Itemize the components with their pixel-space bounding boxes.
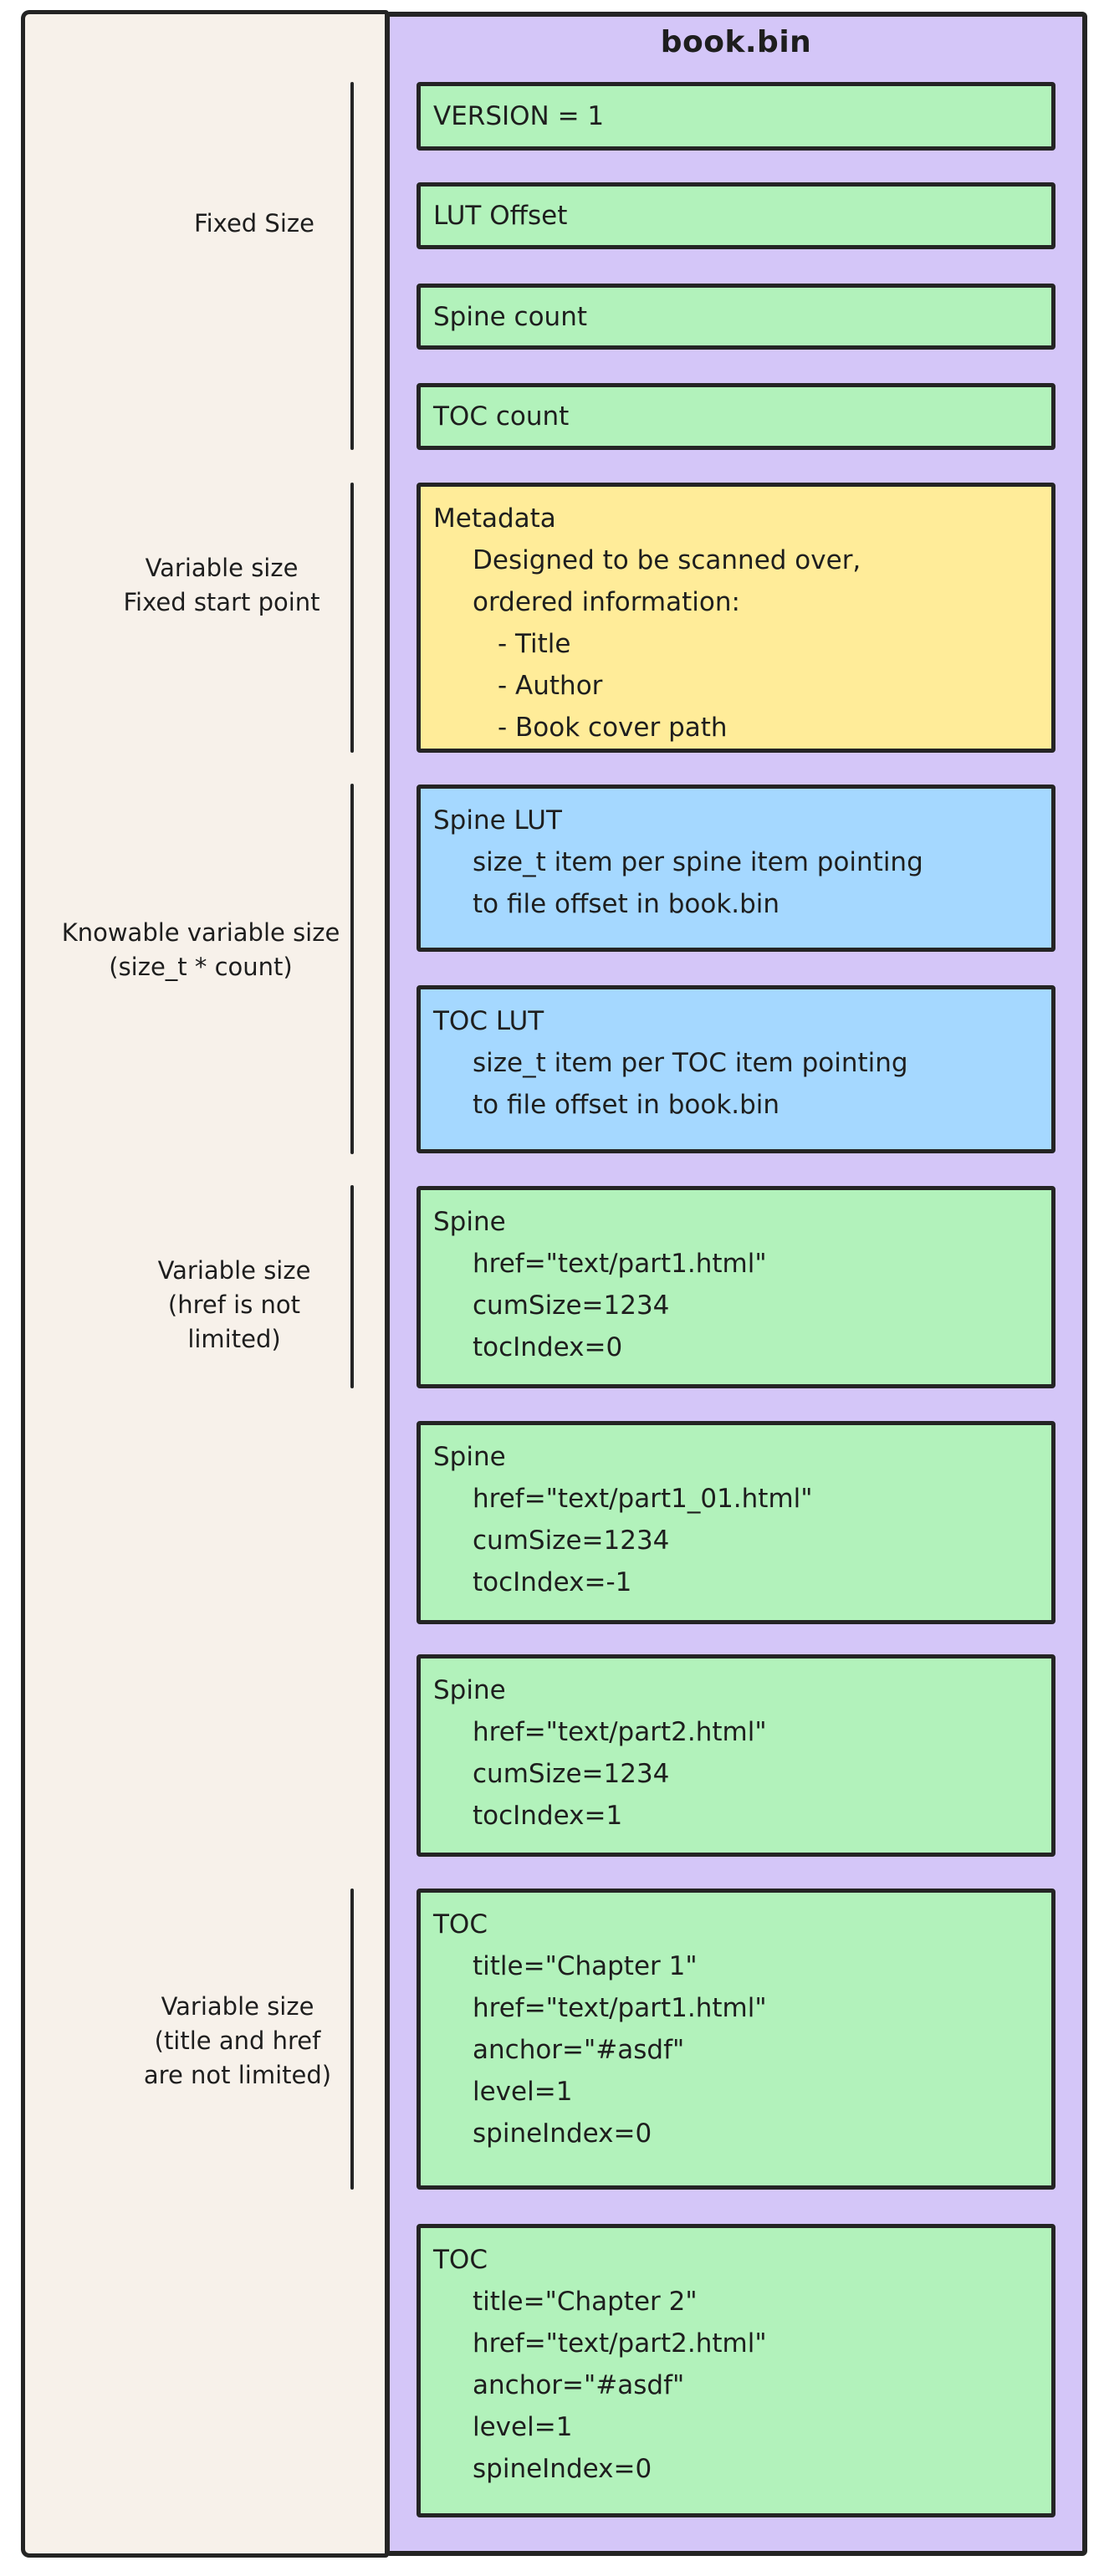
section-bracket-variable-size-href <box>350 1185 354 1388</box>
block-line: Spine count <box>433 301 588 332</box>
block-line: tocIndex=-1 <box>473 1567 632 1597</box>
block-spine-count: Spine count <box>417 284 1055 350</box>
side-label-line: Knowable variable size <box>61 918 340 947</box>
side-label-fixed-size: Fixed Size <box>91 207 417 241</box>
block-spine-lut: Spine LUT size_t item per spine item poin… <box>417 785 1055 952</box>
block-line: Metadata <box>433 503 556 534</box>
block-spine-3: Spine href="text/part2.html" cumSize=1234 t… <box>417 1654 1055 1857</box>
block-line: Designed to be scanned over, <box>473 545 861 575</box>
block-line: href="text/part2.html" <box>473 1717 767 1747</box>
block-lut-offset: LUT Offset <box>417 182 1055 249</box>
block-version: VERSION = 1 <box>417 82 1055 151</box>
side-label-line: (href is not <box>167 1291 301 1319</box>
file-title: book.bin <box>660 25 812 59</box>
block-line: size_t item per spine item pointing <box>473 847 923 877</box>
section-bracket-variable-size-fixed-start <box>350 483 354 753</box>
side-label-line: Fixed start point <box>123 588 320 616</box>
block-line: anchor="#asdf" <box>473 2370 685 2400</box>
block-line: tocIndex=1 <box>473 1801 623 1831</box>
block-line: tocIndex=0 <box>473 1332 623 1362</box>
block-line: spineIndex=0 <box>473 2119 652 2149</box>
block-line: LUT Offset <box>433 201 568 231</box>
block-line: anchor="#asdf" <box>473 2035 685 2065</box>
block-line: size_t item per TOC item pointing <box>473 1048 908 1078</box>
section-bracket-fixed-size <box>350 82 354 450</box>
block-line: - Title <box>498 629 571 659</box>
block-line: Spine LUT <box>433 805 562 836</box>
block-toc-2: TOC title="Chapter 2" href="text/part2.htm… <box>417 2224 1055 2517</box>
block-toc-lut: TOC LUT size_t item per TOC item pointing… <box>417 985 1055 1153</box>
block-line: TOC <box>433 1909 488 1940</box>
block-line: VERSION = 1 <box>433 101 605 131</box>
side-label-line: Variable size <box>161 1992 314 2021</box>
block-line: ordered information: <box>473 587 740 617</box>
side-label-knowable-variable-size: Knowable variable size (size_t * count) <box>38 916 364 984</box>
block-line: spineIndex=0 <box>473 2454 652 2484</box>
block-line: Spine <box>433 1207 506 1237</box>
block-line: title="Chapter 2" <box>473 2287 698 2317</box>
block-line: href="text/part1.html" <box>473 1993 767 2023</box>
side-label-variable-size-title-href: Variable size (title and href are not limi… <box>74 1990 401 2093</box>
block-line: cumSize=1234 <box>473 1526 670 1556</box>
block-line: Spine <box>433 1442 506 1472</box>
side-label-line: Fixed Size <box>194 209 314 238</box>
section-bracket-knowable-variable-size <box>350 784 354 1154</box>
block-line: to file offset in book.bin <box>473 889 780 919</box>
block-toc-count: TOC count <box>417 383 1055 450</box>
side-label-line: Variable size <box>157 1256 311 1285</box>
block-spine-1: Spine href="text/part1.html" cumSize=1234 t… <box>417 1186 1055 1388</box>
block-line: TOC LUT <box>433 1006 544 1036</box>
section-bracket-variable-size-title-href <box>350 1889 354 2190</box>
block-toc-1: TOC title="Chapter 1" href="text/part1.htm… <box>417 1889 1055 2190</box>
section-labels-panel <box>21 10 389 2558</box>
side-label-variable-size-href: Variable size (href is not limited) <box>71 1254 397 1357</box>
block-line: cumSize=1234 <box>473 1759 670 1789</box>
side-label-line: (size_t * count) <box>109 953 293 981</box>
side-label-line: Variable size <box>145 554 299 582</box>
block-line: level=1 <box>473 2077 573 2107</box>
block-line: to file offset in book.bin <box>473 1090 780 1120</box>
block-line: TOC <box>433 2245 488 2275</box>
block-line: title="Chapter 1" <box>473 1951 698 1981</box>
block-line: TOC count <box>433 401 570 432</box>
block-line: - Book cover path <box>498 713 728 743</box>
side-label-line: limited) <box>187 1325 281 1353</box>
block-spine-2: Spine href="text/part1_01.html" cumSize=12… <box>417 1421 1055 1624</box>
block-line: cumSize=1234 <box>473 1291 670 1321</box>
block-line: level=1 <box>473 2412 573 2442</box>
block-line: - Author <box>498 671 603 701</box>
side-label-line: are not limited) <box>143 2061 332 2089</box>
side-label-line: (title and href <box>154 2027 321 2055</box>
block-line: href="text/part2.html" <box>473 2328 767 2359</box>
block-line: href="text/part1_01.html" <box>473 1484 813 1514</box>
block-line: href="text/part1.html" <box>473 1249 767 1279</box>
block-line: Spine <box>433 1675 506 1705</box>
